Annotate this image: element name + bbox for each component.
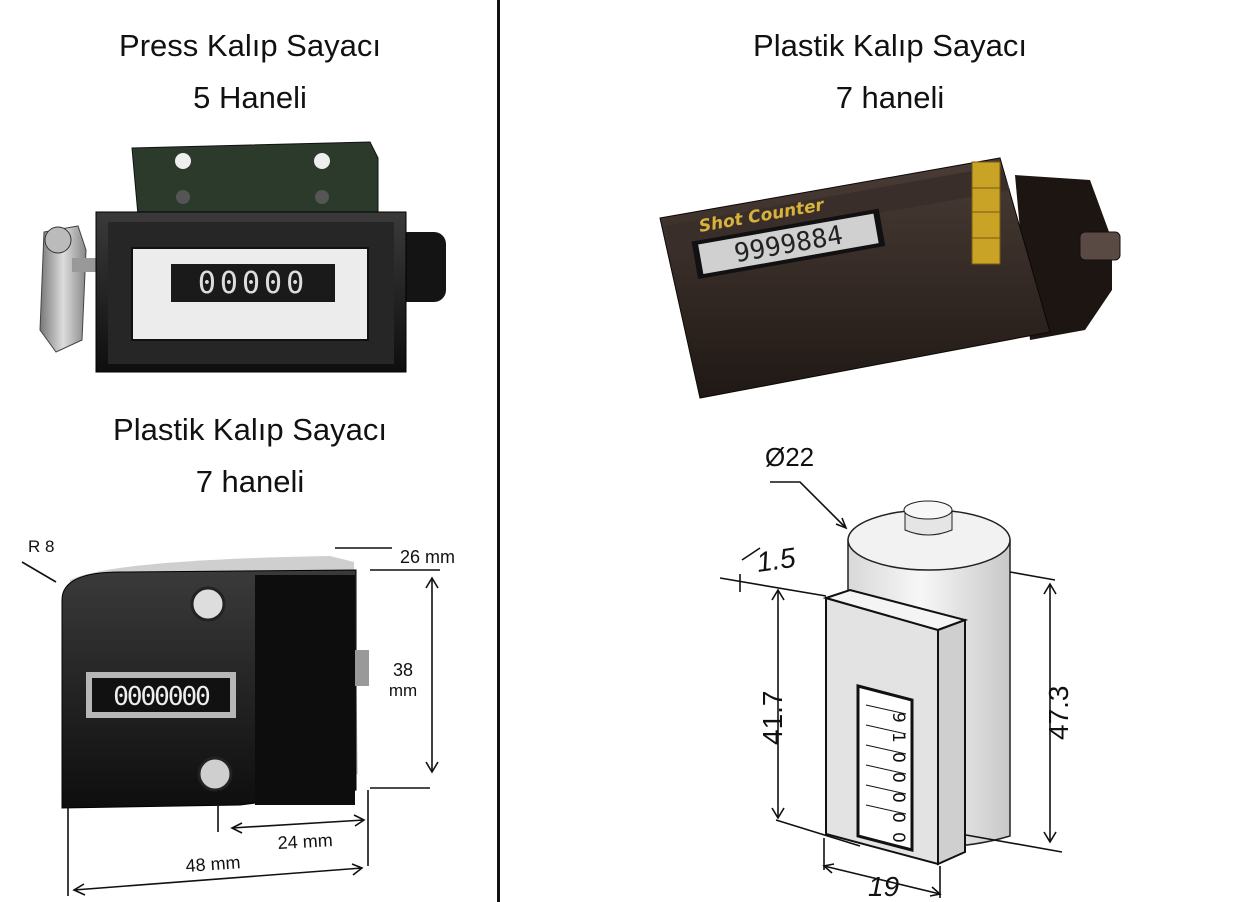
wheel-digit: 1 <box>888 732 908 743</box>
title-line-1: Plastik Kalıp Sayacı <box>753 28 1027 63</box>
total-height-label: 47.3 <box>1043 686 1074 741</box>
width-label: 48 mm <box>185 852 241 876</box>
right-dimension-lines <box>719 481 1063 898</box>
title-line-2: 7 haneli <box>835 80 945 115</box>
inner-width-label: 24 mm <box>277 830 333 853</box>
title-line-1: Press Kalıp Sayacı <box>119 28 381 63</box>
plastic-counter-image: 0000000 <box>61 556 369 809</box>
left-dimension-lines <box>21 547 440 896</box>
radius-label: R 8 <box>28 537 54 556</box>
title-line-2: 7 haneli <box>195 464 305 499</box>
title-line-1: Plastik Kalıp Sayacı <box>113 412 387 447</box>
front-height-label: 41.7 <box>757 691 788 746</box>
width-label: 19 <box>868 871 899 902</box>
wheel-digit: 0 <box>888 772 908 783</box>
plastic-counter-digits: 0000000 <box>113 682 209 712</box>
height-unit: mm <box>389 681 417 700</box>
title-line-2: 5 Haneli <box>193 80 307 115</box>
press-counter-image: 00000 <box>39 141 446 373</box>
press-counter-digits: 00000 <box>198 266 308 301</box>
cylinder-drawing: 9 1 0 0 0 0 0 <box>822 500 1011 866</box>
plastic-counter-title-left: Plastik Kalıp Sayacı 7 haneli <box>60 404 440 508</box>
height-value: 38 <box>393 660 413 680</box>
wheel-digit: 0 <box>888 812 908 823</box>
wall-label: 1.5 <box>755 542 798 578</box>
depth-label: 26 mm <box>400 547 455 567</box>
wheel-digit: 9 <box>888 712 908 723</box>
plastic-counter-title-right: Plastik Kalıp Sayacı 7 haneli <box>690 20 1090 124</box>
right-dimension-labels: Ø22 1.5 41.7 47.3 19 <box>755 442 1074 902</box>
wheel-digit: 0 <box>888 832 908 843</box>
diameter-label: Ø22 <box>765 442 814 472</box>
wheel-digit: 0 <box>888 752 908 763</box>
left-dimension-labels: R 8 26 mm 38 mm 24 mm 48 mm <box>28 537 455 876</box>
center-divider <box>497 0 500 902</box>
press-counter-title: Press Kalıp Sayacı 5 Haneli <box>60 20 440 124</box>
wheel-digit: 0 <box>888 792 908 803</box>
shot-counter-image: Shot Counter 9999884 <box>659 157 1121 399</box>
